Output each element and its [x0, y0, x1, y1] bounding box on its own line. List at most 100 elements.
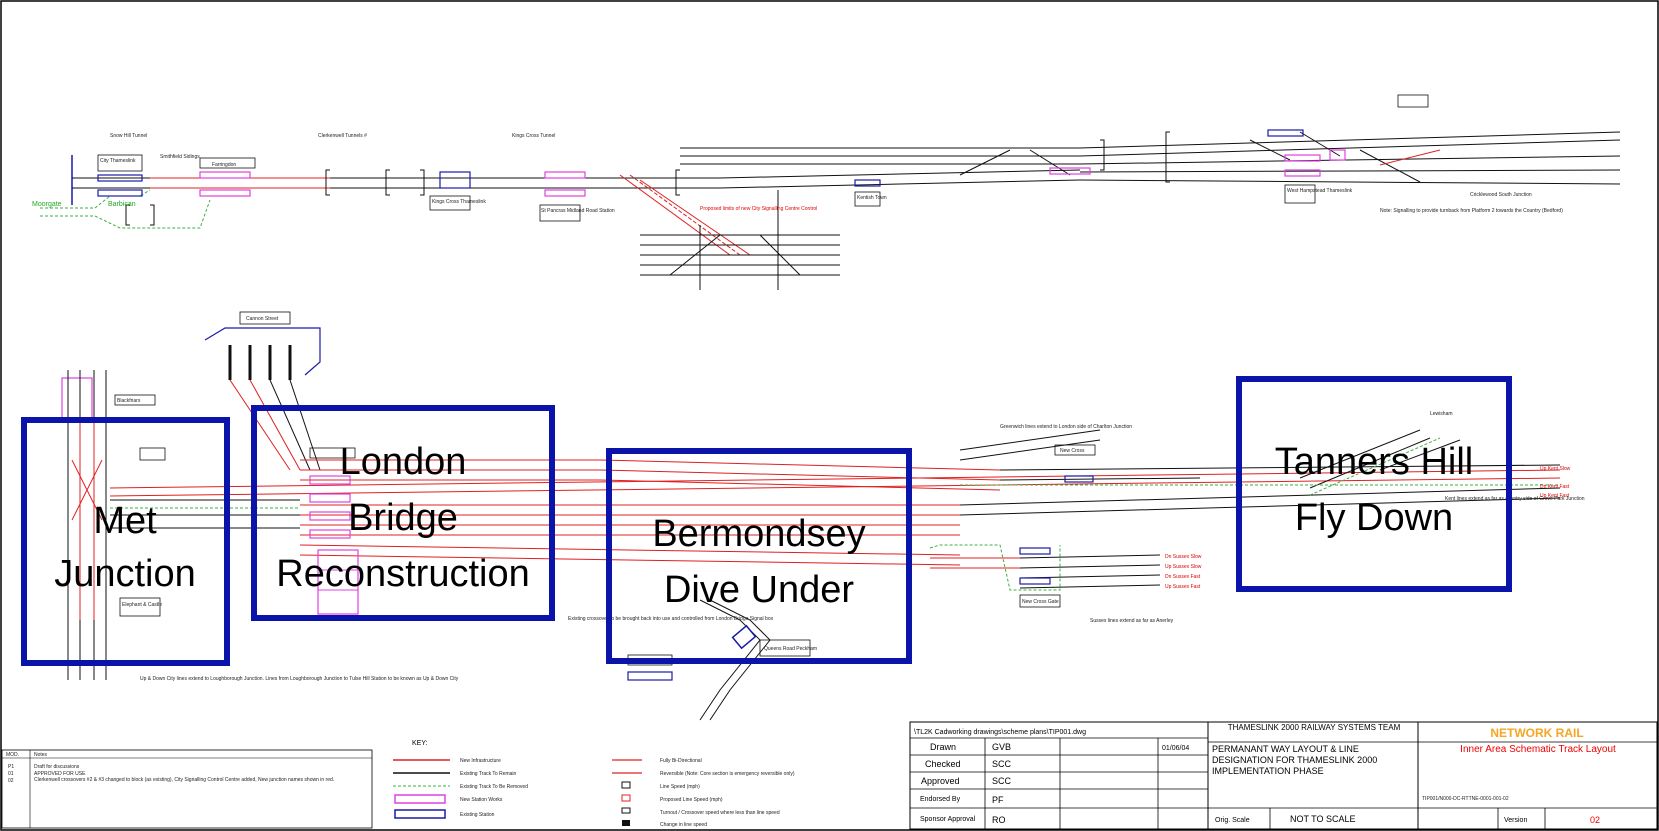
label-smithfield: Smithfield Sidings	[160, 154, 200, 160]
lower-schematic: Cannon Street Blackfriars Elephant & Cas…	[61, 311, 1585, 721]
label-barbican: Barbican	[108, 201, 136, 208]
region-label-lb-line1: London	[340, 441, 467, 483]
tb-drawn-val: GVB	[992, 742, 1011, 752]
tb-company: NETWORK RAIL	[1490, 726, 1583, 740]
label-cannon-street: Cannon Street	[246, 316, 279, 322]
region-box-tanners-hill	[1236, 376, 1512, 592]
upper-schematic: Snow Hill Tunnel Clerkenwell Tunnels # K…	[32, 94, 1621, 290]
tb-sponsor-val: RO	[992, 815, 1006, 825]
svg-text:Dn Sussex Slow: Dn Sussex Slow	[1165, 554, 1202, 560]
tb-scale-label: Orig. Scale	[1215, 817, 1250, 824]
label-city-thameslink: City Thameslink	[100, 158, 136, 164]
key-title: KEY:	[412, 740, 428, 747]
notes-row-3-wrap: Clerkenwell crossovers #2 & #3 changed t…	[34, 777, 335, 783]
title-block: \TL2K Cadworking drawings\scheme plans\T…	[909, 721, 1658, 830]
notes-row-1-mod: P1	[8, 764, 14, 770]
svg-text:Dn Sussex Fast: Dn Sussex Fast	[1165, 574, 1201, 580]
svg-text:Dn Kent Fast: Dn Kent Fast	[1540, 484, 1570, 490]
label-kings-cross-thameslink: Kings Cross Thameslink	[432, 199, 486, 205]
notes-table: MOD. Notes P1 Draft for discussions 01 A…	[1, 749, 373, 829]
svg-text:Up Kent Fast: Up Kent Fast	[1540, 493, 1570, 499]
key-left-4: New Station Works	[460, 797, 503, 803]
notes-row-3-text: Clerkenwell crossovers #2 & #3 changed t…	[34, 777, 335, 783]
region-label-lb-line3: Reconstruction	[276, 553, 529, 595]
svg-text:Up Kent Slow: Up Kent Slow	[1540, 466, 1571, 472]
label-existing-crossover: Existing crossover to be brought back in…	[568, 616, 774, 622]
region-boxes: Met Junction London Bridge Reconstructio…	[21, 376, 1512, 666]
region-box-bermondsey	[606, 448, 912, 664]
label-kings-cross-tunnel: Kings Cross Tunnel	[512, 133, 555, 139]
tb-approved-val: SCC	[992, 776, 1012, 786]
tb-desc-wrap: PERMANANT WAY LAYOUT & LINE DESIGNATION …	[1212, 744, 1378, 776]
key-left-2: Existing Track To Remain	[460, 771, 517, 777]
tb-file: \TL2K Cadworking drawings\scheme plans\T…	[914, 729, 1086, 736]
tb-drawn-label: Drawn	[930, 742, 956, 752]
notes-row-2-text: APPROVED FOR USE	[34, 771, 86, 777]
label-st-pancras: St Pancras Midland Road Station	[541, 208, 615, 214]
region-label-th-line1: Tanners Hill	[1275, 441, 1474, 483]
notes-row-3-mod: 02	[8, 778, 14, 784]
legend-key: KEY: New Infrastructure Existing Track T…	[393, 740, 795, 828]
label-new-cross-gate: New Cross Gate	[1022, 599, 1059, 605]
tb-drawing-title: Inner Area Schematic Track Layout	[1460, 744, 1616, 755]
key-right-5: Turnout / Crossover speed where less tha…	[660, 810, 780, 816]
tb-endorsed-label: Endorsed By	[920, 796, 961, 803]
key-right-1: Fully Bi-Directional	[660, 758, 702, 764]
tb-approved-label: Approved	[921, 776, 960, 786]
label-new-cross: New Cross	[1060, 448, 1085, 454]
region-box-met-junction	[21, 417, 230, 666]
region-label-lb-line2: Bridge	[348, 497, 458, 539]
label-sussex-note: Sussex lines extend as far as Anerley	[1090, 618, 1174, 624]
label-moorgate: Moorgate	[32, 201, 62, 208]
region-label-th-line2: Fly Down	[1295, 497, 1453, 539]
tb-team: THAMESLINK 2000 RAILWAY SYSTEMS TEAM	[1227, 724, 1401, 732]
key-left-1: New Infrastructure	[460, 758, 501, 764]
tb-desc: PERMANANT WAY LAYOUT & LINE DESIGNATION …	[1212, 744, 1378, 776]
tb-scale-val: NOT TO SCALE	[1290, 814, 1356, 824]
label-cricklewood: Cricklewood South Junction	[1470, 192, 1532, 198]
tb-drawing-title-wrap: Inner Area Schematic Track Layout	[1460, 744, 1616, 755]
notes-header-mod: MOD.	[6, 752, 19, 758]
tb-drawing-no: TIP001/N000-DC-RTTNE-0001-001-02	[1422, 796, 1509, 802]
label-clerkenwell: Clerkenwell Tunnels #	[318, 133, 367, 139]
key-right-2: Reversible (Note: Core section is emerge…	[660, 771, 795, 777]
label-loughborough-note: Up & Down City lines extend to Loughboro…	[140, 676, 459, 682]
tb-checked-label: Checked	[925, 759, 961, 769]
key-left-5: Existing Station	[460, 812, 495, 818]
region-label-met-line2: Junction	[54, 553, 196, 595]
region-box-london-bridge	[251, 405, 555, 621]
label-kentish-town: Kentish Town	[857, 195, 887, 201]
label-queens-road: Queens Road Peckham	[764, 646, 817, 652]
region-label-met-line1: Met	[93, 500, 157, 542]
key-right-4: Proposed Line Speed (mph)	[660, 797, 723, 803]
label-kent-note: Kent lines extend as far as country side…	[1445, 496, 1585, 502]
key-left-3: Existing Track To Be Removed	[460, 784, 528, 790]
label-lewisham: Lewisham	[1430, 411, 1453, 417]
tb-checked-val: SCC	[992, 759, 1012, 769]
notes-row-1-text: Draft for discussions	[34, 764, 80, 770]
region-label-bd-line2: Dive Under	[664, 569, 854, 611]
svg-text:Up Sussex Fast: Up Sussex Fast	[1165, 584, 1201, 590]
tb-sponsor-label: Sponsor Approval	[920, 816, 976, 823]
svg-text:Up Sussex Slow: Up Sussex Slow	[1165, 564, 1202, 570]
label-blackfriars: Blackfriars	[117, 398, 141, 404]
tb-endorsed-val: PF	[992, 795, 1004, 805]
key-right-6: Change in line speed	[660, 822, 707, 828]
label-farringdon: Farringdon	[212, 162, 236, 168]
region-label-bd-line1: Bermondsey	[652, 513, 865, 555]
tb-team-wrap: THAMESLINK 2000 RAILWAY SYSTEMS TEAM	[1227, 724, 1401, 732]
label-west-hampstead: West Hampstead Thameslink	[1287, 188, 1353, 194]
label-note-turnback: Note: Signalling to provide turnback fro…	[1380, 208, 1563, 214]
label-snow-hill: Snow Hill Tunnel	[110, 133, 147, 139]
notes-row-2-mod: 01	[8, 771, 14, 777]
label-greenwich-note: Greenwich lines extend to London side of…	[1000, 424, 1132, 430]
label-proposed-limits: Proposed limits of new City Signalling C…	[700, 206, 817, 212]
notes-header-notes: Notes	[34, 752, 48, 758]
tb-version-val: 02	[1590, 815, 1600, 825]
key-right-3: Line Speed (mph)	[660, 784, 700, 790]
tb-version-label: Version	[1504, 817, 1527, 824]
label-elephant: Elephant & Castle	[122, 602, 162, 608]
